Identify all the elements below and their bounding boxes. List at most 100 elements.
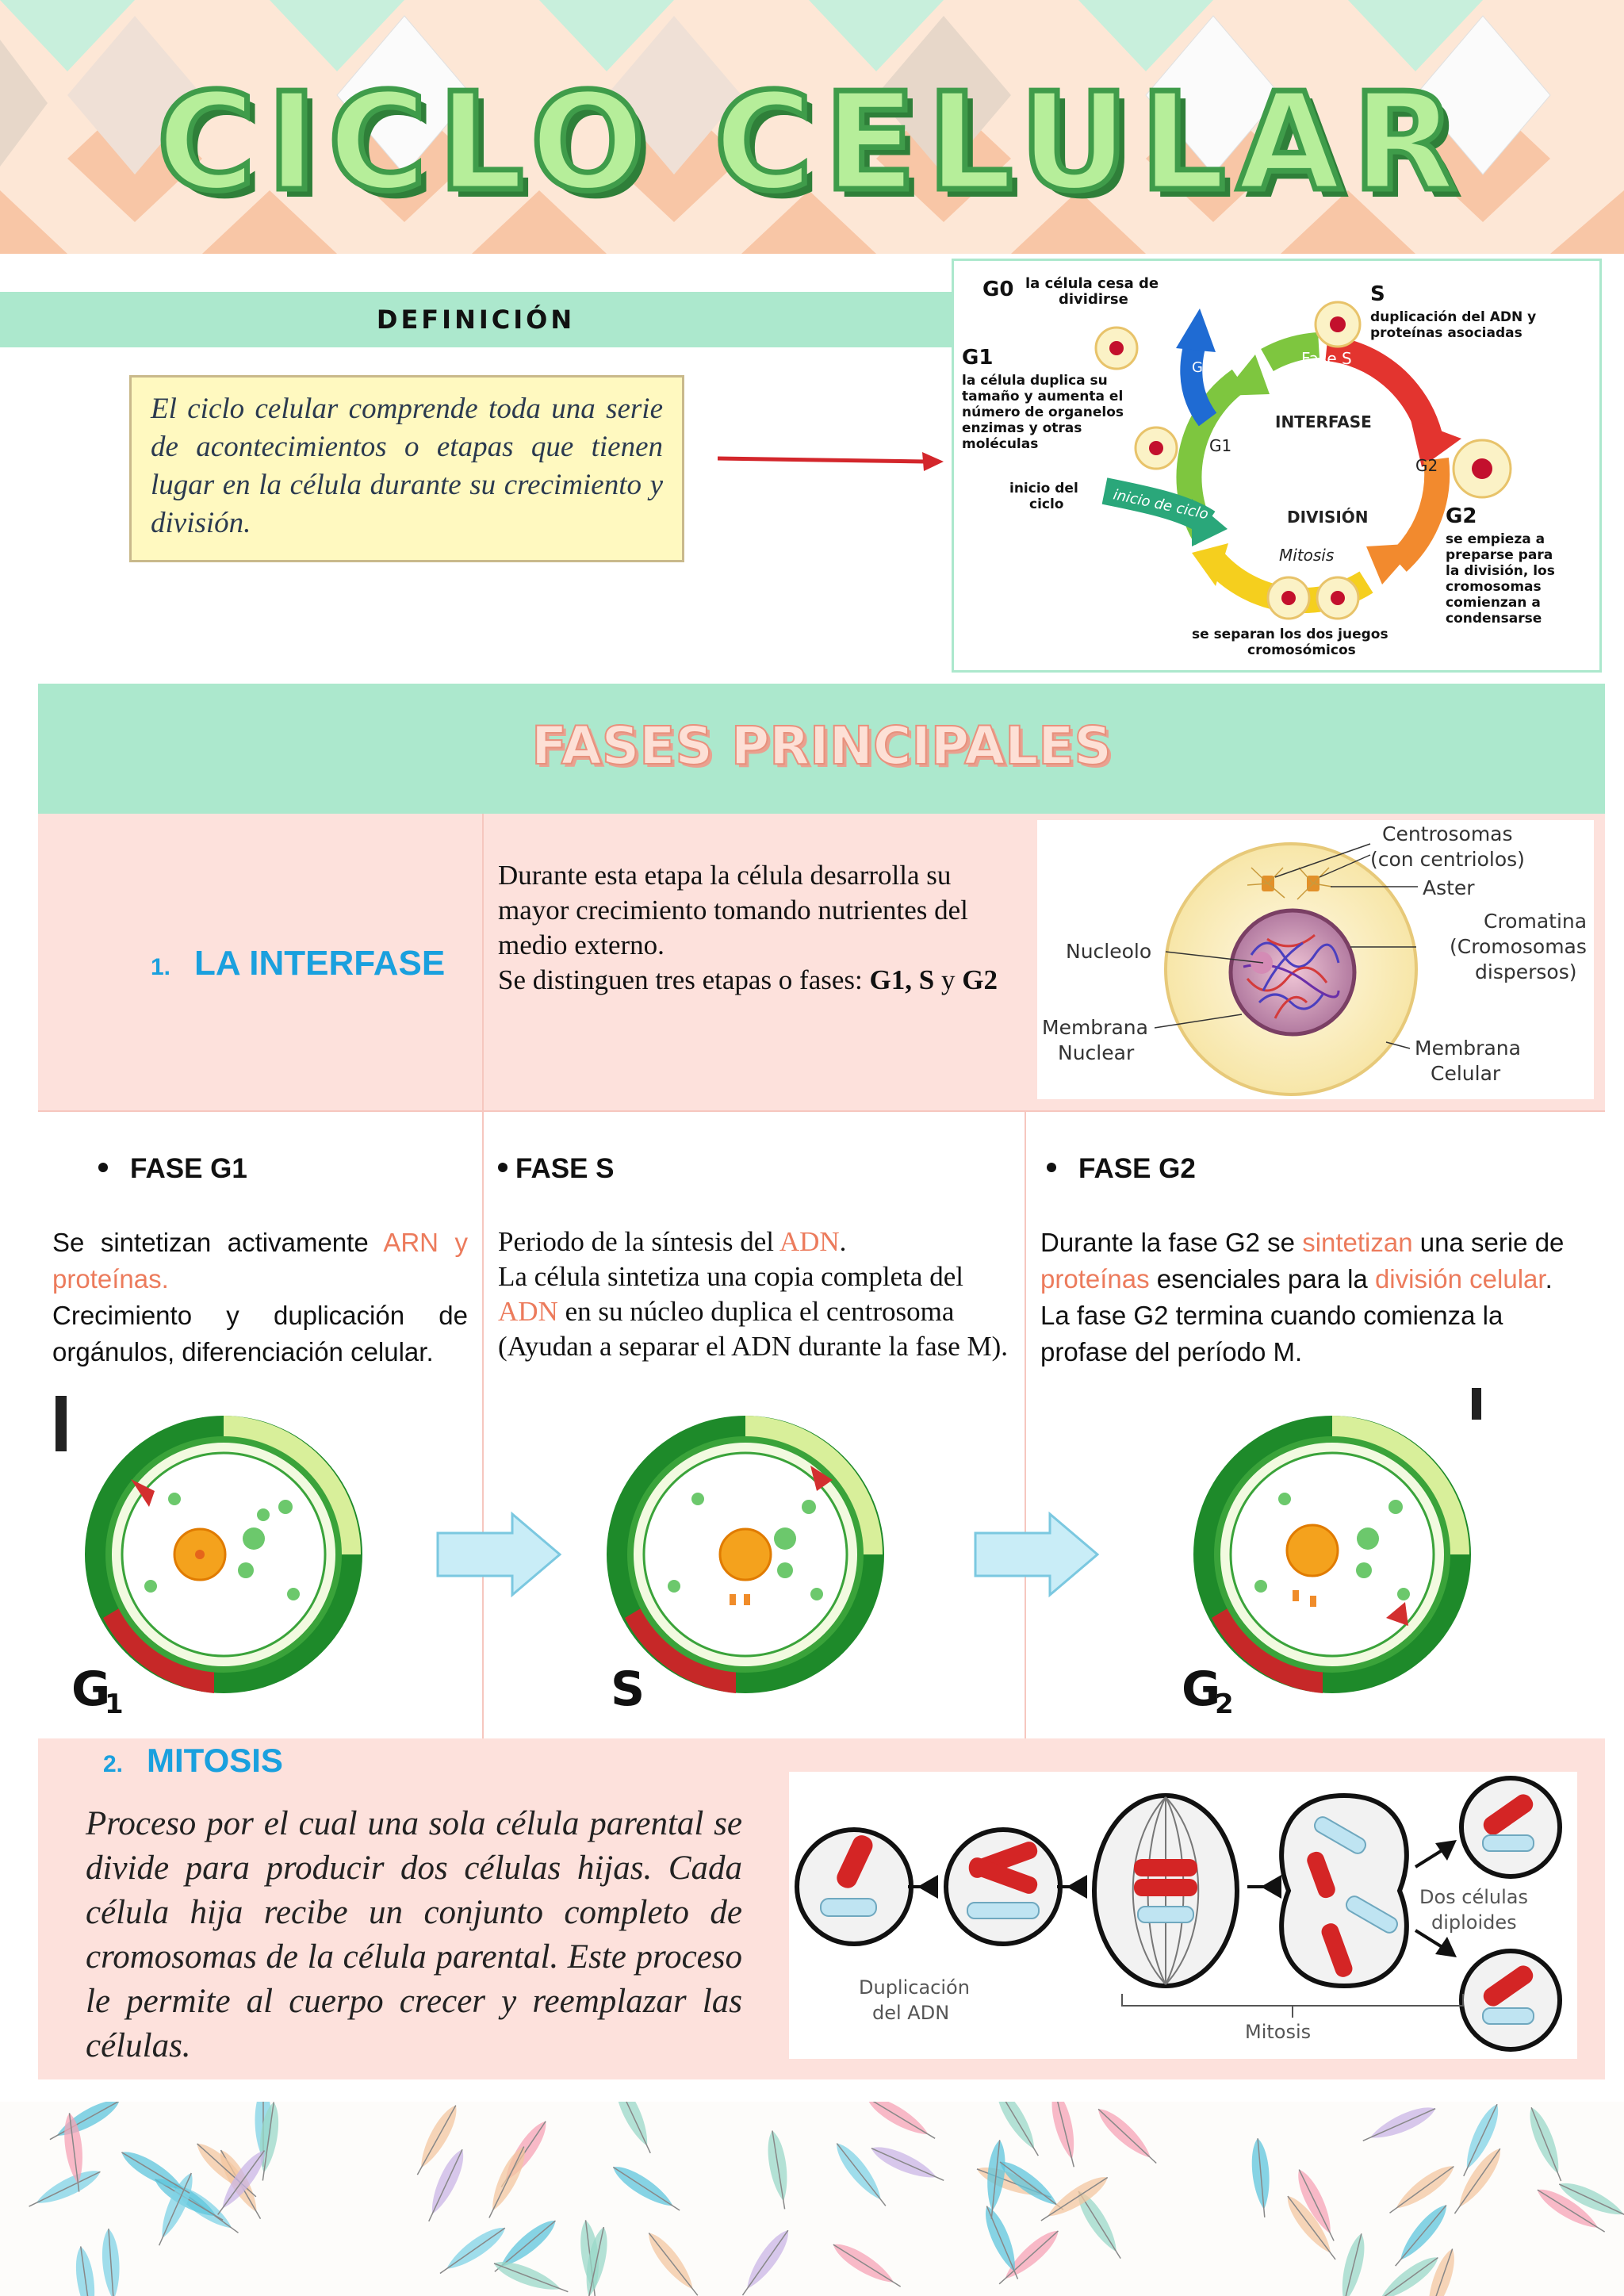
label-centrosomas-1: Centrosomas [1382, 822, 1513, 845]
header-banner: CICLO CELULAR [0, 0, 1624, 254]
feather-icon [158, 2172, 193, 2246]
mitosis-figure: Duplicación del ADN Mitosis Dos células … [795, 1776, 1562, 2052]
feather-icon [999, 2161, 1064, 2210]
g1-cycle-image: G 1 [56, 1396, 362, 1720]
cell-cycle-diagram: inicio de ciclo Fase S INTERFASE DIVISIÓ… [952, 259, 1602, 673]
fig-mitosis: Mitosis [1245, 2021, 1311, 2043]
feather-icon [1341, 2233, 1365, 2296]
interfase-text-2: Se distinguen tres etapas o fases: G1, S… [498, 964, 998, 995]
g2-image-label: G [1182, 1662, 1220, 1717]
g2-text-1: se empieza a [1446, 531, 1545, 547]
g1-image-label: G [71, 1662, 110, 1717]
fase-g2-text: Durante la fase G2 se sintetizan una ser… [1040, 1225, 1588, 1370]
feather-icon [1558, 2183, 1624, 2218]
sep-text-2: cromosómicos [1247, 642, 1356, 658]
g2-image-sub: 2 [1215, 1688, 1234, 1720]
interfase-heading: 1.LA INTERFASE [151, 944, 445, 983]
mitosis-diagram: Duplicación del ADN Mitosis Dos células … [789, 1772, 1577, 2059]
right-arrow-icon [718, 452, 944, 471]
ring-g0-label: G0 [1192, 359, 1212, 376]
feather-icon [1395, 2205, 1447, 2267]
feather-icon [997, 2102, 1039, 2156]
feather-icon [1530, 2106, 1562, 2182]
feather-icon [1389, 2165, 1454, 2214]
fase-s-heading: FASE S [498, 1153, 614, 1185]
feather-icon [1454, 2148, 1501, 2214]
feather-icon [1537, 2189, 1606, 2233]
label-membrana-celular-2: Celular [1431, 1062, 1501, 1085]
table-divider [38, 1110, 1605, 1112]
fase-s-text-1: Periodo de la síntesis del ADN. [498, 1226, 847, 1257]
feather-icon [1078, 2191, 1121, 2260]
feather-icon [833, 2244, 902, 2287]
feather-pattern [29, 2102, 1624, 2296]
feather-icon [64, 2113, 82, 2192]
s-text-1: duplicación del ADN y [1370, 309, 1536, 325]
feather-icon [121, 2152, 190, 2194]
mitosis-heading: 2.MITOSIS [103, 1742, 283, 1780]
start-text-1: inicio del [1009, 481, 1078, 496]
feather-icon [1463, 2103, 1499, 2177]
g1-text-3: número de organelos [962, 404, 1124, 420]
feather-icon [768, 2130, 787, 2210]
feather-icon [1097, 2108, 1157, 2164]
s-cycle-image: S [607, 1416, 884, 1717]
label-cromatina-2: (Cromosomas [1450, 935, 1587, 958]
fases-title: FASES PRINCIPALES [530, 715, 1113, 777]
fig-two-1: Dos células [1419, 1886, 1528, 1908]
definition-heading: DEFINICIÓN [376, 305, 576, 335]
feather-icon [416, 2105, 457, 2175]
cell-figure: Centrosomas (con centriolos) Aster Croma… [1042, 822, 1587, 1096]
feather-icon [615, 2102, 651, 2154]
label-aster: Aster [1423, 876, 1475, 899]
feather-icon [741, 2229, 789, 2296]
table-divider [1025, 1110, 1026, 1738]
g1-image-sub: 1 [105, 1688, 124, 1720]
fase-g1-text-1: Se sintetizan activamente ARN y proteína… [52, 1228, 469, 1294]
feather-icon [1362, 2107, 1436, 2142]
cell-diagram: Centrosomas (con centriolos) Aster Croma… [1037, 820, 1594, 1099]
table-divider [482, 814, 484, 1738]
feather-icon [836, 2143, 887, 2206]
feather-icon [871, 2147, 944, 2182]
fase-s-label: Fase S [1301, 349, 1352, 368]
fases-header: FASES PRINCIPALES [38, 684, 1605, 814]
mitosis-text: Proceso por el cual una sola célula pare… [86, 1805, 742, 2064]
feather-icon [867, 2102, 936, 2139]
main-title: CICLO CELULAR [154, 64, 1468, 221]
g2-text-3: la división, los [1446, 563, 1555, 579]
feather-icon [217, 2150, 266, 2215]
fase-s-text: Periodo de la síntesis del ADN. La célul… [498, 1225, 1010, 1364]
interfase-title: LA INTERFASE [194, 944, 446, 983]
fase-g1-text-2: Crecimiento y duplicación de orgánulos, … [52, 1301, 468, 1366]
fig-dup-2: del ADN [872, 2002, 949, 2024]
feather-icon [493, 2262, 569, 2293]
feather-icon [1287, 2195, 1336, 2260]
feather-icon [29, 2171, 101, 2207]
g2-label: G2 [1446, 504, 1477, 528]
g2-text-5: comienzan a [1446, 595, 1541, 611]
feather-icon [102, 2229, 120, 2296]
s-image-label: S [611, 1662, 645, 1717]
g1-text-4: enzimas y otras [962, 420, 1082, 436]
g1-text-1: la célula duplica su [962, 373, 1108, 389]
label-centrosomas-2: (con centriolos) [1370, 848, 1525, 871]
feather-icon [586, 2226, 607, 2296]
bullet-icon [98, 1162, 108, 1172]
fase-g2-heading: FASE G2 [1047, 1153, 1196, 1185]
feather-icon [1298, 2169, 1335, 2241]
feather-icon [998, 2230, 1059, 2285]
feather-icon [1373, 2256, 1438, 2296]
g0-text-1: la célula cesa de [1025, 275, 1159, 292]
definition-bar: DEFINICIÓN [0, 292, 952, 347]
g1-text-2: tamaño y aumenta el [962, 389, 1123, 404]
g2-text-2: preparse para [1446, 547, 1553, 563]
start-text-2: ciclo [1029, 496, 1064, 512]
label-membrana-nuclear-2: Nuclear [1058, 1041, 1135, 1064]
right-arrow-icon [436, 1511, 562, 1598]
fase-g2-text-2: La fase G2 termina cuando comienza la pr… [1040, 1301, 1503, 1366]
division-label: DIVISIÓN [1287, 508, 1369, 527]
g0-label: G0 [982, 278, 1013, 301]
g2-text-4: cromosomas [1446, 579, 1542, 595]
interfase-text: Durante esta etapa la célula desarrolla … [498, 858, 1013, 998]
